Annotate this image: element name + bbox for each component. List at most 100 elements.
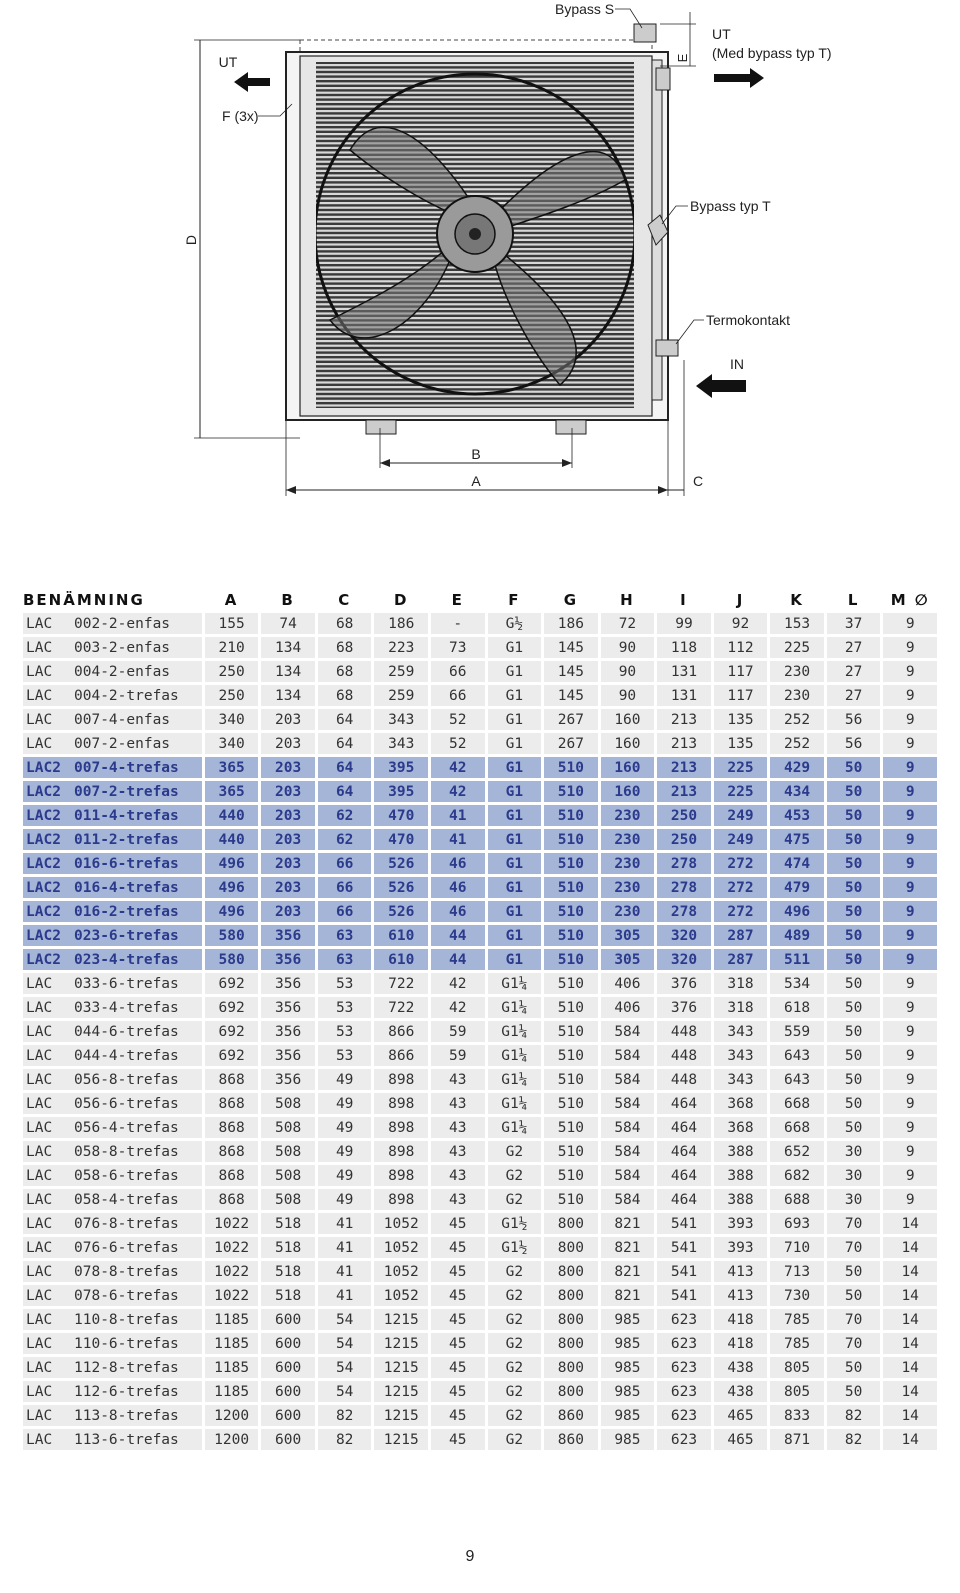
cell-a: 580 bbox=[204, 925, 259, 946]
cell-g: 186 bbox=[544, 613, 598, 634]
cell-i: 131 bbox=[657, 661, 711, 682]
cell-k: 252 bbox=[770, 733, 824, 754]
cell-f: G1 bbox=[487, 829, 542, 850]
cell-d: 898 bbox=[374, 1117, 429, 1138]
cell-f: G2 bbox=[487, 1405, 542, 1426]
cell-g: 800 bbox=[544, 1309, 598, 1330]
cell-d: 1215 bbox=[374, 1357, 429, 1378]
cell-f: G1 bbox=[487, 781, 542, 802]
column-header: I bbox=[680, 591, 688, 609]
model-series: LAC bbox=[26, 1311, 53, 1328]
cell-b: 508 bbox=[261, 1141, 315, 1162]
cell-a: 692 bbox=[204, 1045, 259, 1066]
cell-d: 343 bbox=[374, 733, 429, 754]
cell-i: 99 bbox=[657, 613, 711, 634]
cell-g: 800 bbox=[544, 1237, 598, 1258]
cell-l: 56 bbox=[826, 709, 881, 730]
cell-k: 682 bbox=[770, 1165, 824, 1186]
model-series: LAC bbox=[26, 1359, 53, 1376]
cell-h: 584 bbox=[600, 1021, 655, 1042]
cell-k: 871 bbox=[770, 1429, 824, 1450]
cell-m: 14 bbox=[883, 1429, 937, 1450]
cell-e: 42 bbox=[431, 757, 485, 778]
cell-b: 356 bbox=[261, 997, 315, 1018]
cell-i: 448 bbox=[657, 1021, 711, 1042]
cell-g: 510 bbox=[544, 757, 598, 778]
label-ut-left: UT bbox=[219, 54, 238, 70]
cell-d: 898 bbox=[374, 1141, 429, 1162]
cell-d: 395 bbox=[374, 757, 429, 778]
cell-i: 250 bbox=[657, 829, 711, 850]
model-series: LAC2 bbox=[26, 759, 61, 776]
cell-b: 356 bbox=[261, 1045, 315, 1066]
cell-l: 37 bbox=[826, 613, 881, 634]
label-termokontakt: Termokontakt bbox=[706, 312, 790, 328]
model-series: LAC bbox=[26, 999, 53, 1016]
cell-h: 584 bbox=[600, 1117, 655, 1138]
cell-j: 225 bbox=[713, 781, 768, 802]
model-series: LAC2 bbox=[26, 783, 61, 800]
cell-k: 534 bbox=[770, 973, 824, 994]
cell-d: 1215 bbox=[374, 1309, 429, 1330]
cell-d: 610 bbox=[374, 925, 429, 946]
cell-b: 356 bbox=[261, 925, 315, 946]
cell-c: 68 bbox=[317, 637, 372, 658]
cell-k: 475 bbox=[770, 829, 824, 850]
model-series: LAC bbox=[26, 1215, 53, 1232]
cell-f: G1 bbox=[487, 709, 542, 730]
cell-g: 145 bbox=[544, 637, 598, 658]
cell-k: 643 bbox=[770, 1069, 824, 1090]
model-series: LAC bbox=[26, 975, 53, 992]
cell-d: 343 bbox=[374, 709, 429, 730]
cell-j: 112 bbox=[713, 637, 768, 658]
cell-g: 510 bbox=[544, 925, 598, 946]
cell-b: 134 bbox=[261, 637, 315, 658]
cell-l: 27 bbox=[826, 685, 881, 706]
cell-e: 43 bbox=[431, 1141, 485, 1162]
cell-m: 9 bbox=[883, 949, 937, 970]
cell-j: 418 bbox=[713, 1333, 768, 1354]
cell-a: 692 bbox=[204, 997, 259, 1018]
cell-a: 496 bbox=[204, 853, 259, 874]
cell-h: 406 bbox=[600, 997, 655, 1018]
model-series: LAC2 bbox=[26, 903, 61, 920]
cell-a: 440 bbox=[204, 829, 259, 850]
label-e: E bbox=[675, 53, 690, 62]
cell-d: 1052 bbox=[374, 1237, 429, 1258]
cell-a: 580 bbox=[204, 949, 259, 970]
cell-j: 343 bbox=[713, 1021, 768, 1042]
cell-g: 510 bbox=[544, 973, 598, 994]
cell-a: 365 bbox=[204, 781, 259, 802]
model-series: LAC bbox=[26, 639, 53, 656]
cell-b: 203 bbox=[261, 781, 315, 802]
column-header: J bbox=[736, 591, 745, 609]
cell-l: 50 bbox=[826, 973, 881, 994]
cell-k: 805 bbox=[770, 1357, 824, 1378]
cell-k: 643 bbox=[770, 1045, 824, 1066]
bottom-fitting-right bbox=[555, 419, 587, 435]
model-code: 113-8-trefas bbox=[74, 1407, 179, 1424]
cell-k: 453 bbox=[770, 805, 824, 826]
cell-d: 898 bbox=[374, 1165, 429, 1186]
cell-b: 600 bbox=[261, 1309, 315, 1330]
cell-k: 559 bbox=[770, 1021, 824, 1042]
fan-blades bbox=[328, 126, 626, 387]
cell-i: 623 bbox=[657, 1333, 711, 1354]
cell-i: 464 bbox=[657, 1189, 711, 1210]
label-b: B bbox=[471, 446, 480, 462]
in-arrow bbox=[696, 374, 746, 398]
